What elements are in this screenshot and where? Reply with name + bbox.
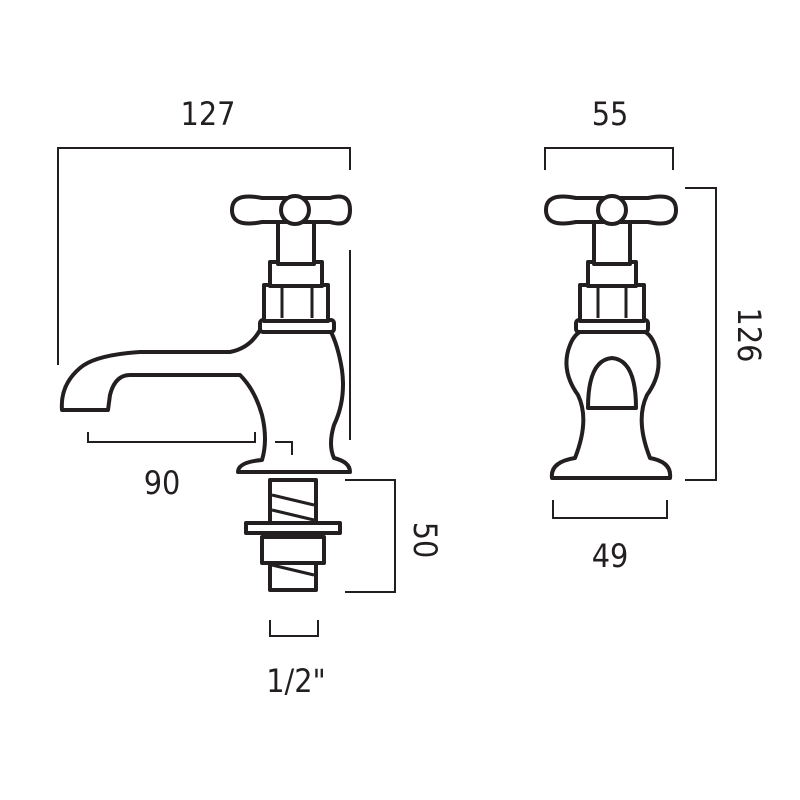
dim-line-90 xyxy=(87,432,293,455)
dim-line-49 xyxy=(552,500,668,519)
dim-line-126 xyxy=(685,187,717,481)
headgear-nut xyxy=(262,283,330,323)
dim-label-49: 49 xyxy=(592,537,629,575)
dim-line-127 xyxy=(57,147,351,365)
dim-label-127: 127 xyxy=(181,95,236,133)
dim-label-55: 55 xyxy=(592,95,629,133)
dim-label-90: 90 xyxy=(144,464,181,502)
back-nut xyxy=(260,535,326,565)
dim-line-55 xyxy=(544,147,674,170)
dim-label-126: 126 xyxy=(730,308,768,363)
dim-line-50 xyxy=(345,479,396,593)
dim-label-thread: 1/2" xyxy=(266,662,326,700)
front-view-tap xyxy=(544,194,678,480)
dim-line-thread xyxy=(269,620,319,637)
washer xyxy=(244,521,342,535)
side-view-tap xyxy=(59,194,352,592)
dim-label-50: 50 xyxy=(406,522,444,559)
tap-body xyxy=(59,328,352,474)
